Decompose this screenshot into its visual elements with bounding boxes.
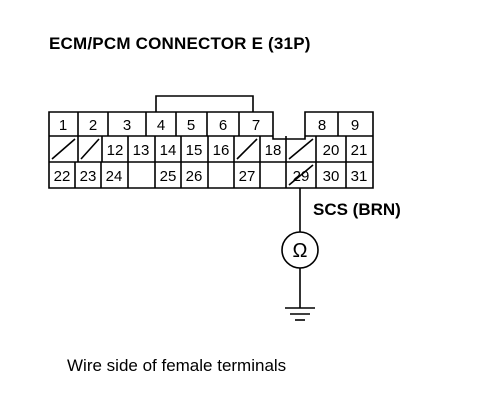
empty-terminal-17 <box>236 138 258 160</box>
pin-label: 1 <box>59 117 67 134</box>
pin-label: 22 <box>54 168 71 185</box>
row-1-labels: 1 2 3 4 5 6 7 8 9 <box>59 117 359 134</box>
pin-label: 30 <box>323 168 340 185</box>
diagram-caption: Wire side of female terminals <box>67 356 287 375</box>
pin-label: 23 <box>80 168 97 185</box>
pin-label: 9 <box>351 117 359 134</box>
pin-label: 8 <box>318 117 326 134</box>
pin-label: 29 <box>293 168 310 185</box>
pin-label: 4 <box>157 117 165 134</box>
pin-label: 24 <box>106 168 123 185</box>
connector-lock-tab <box>155 95 254 112</box>
pin-label: 18 <box>265 142 282 159</box>
connector-body <box>48 111 374 189</box>
pin-label: 14 <box>160 142 177 159</box>
signal-label: SCS (BRN) <box>313 200 401 219</box>
pin-label: 13 <box>133 142 150 159</box>
empty-terminal-19 <box>288 138 314 160</box>
pin-label: 6 <box>219 117 227 134</box>
pin-label: 12 <box>107 142 124 159</box>
pin-label: 27 <box>239 168 256 185</box>
pin-label: 15 <box>186 142 203 159</box>
pin-label: 25 <box>160 168 177 185</box>
pin-label: 16 <box>213 142 230 159</box>
pin-label: 21 <box>351 142 368 159</box>
empty-terminal-10 <box>51 138 76 160</box>
pin-label: 26 <box>186 168 203 185</box>
empty-terminal-28 <box>288 164 314 186</box>
pin-label: 20 <box>323 142 340 159</box>
connector-title: ECM/PCM CONNECTOR E (31P) <box>49 34 311 53</box>
pin-label: 5 <box>187 117 195 134</box>
row-3-labels: 22 23 24 25 26 27 29 30 31 <box>54 168 368 185</box>
empty-terminal-11 <box>80 138 100 160</box>
pin-label: 31 <box>351 168 368 185</box>
pin-label: 3 <box>123 117 131 134</box>
pin-label: 2 <box>89 117 97 134</box>
row-2-labels: 12 13 14 15 16 18 20 21 <box>107 142 368 159</box>
ohm-symbol-icon: Ω <box>293 240 308 262</box>
pin-label: 7 <box>252 117 260 134</box>
